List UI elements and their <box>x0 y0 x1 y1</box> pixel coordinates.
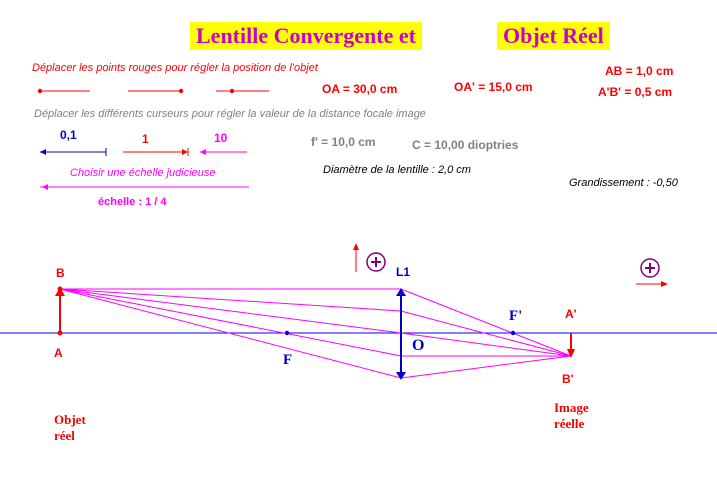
scale-readout: échelle : 1 / 4 <box>98 196 167 208</box>
slider-medium-label: 1 <box>142 132 149 146</box>
light-rays <box>59 288 572 379</box>
title-part1: Lentille Convergente et <box>190 22 422 50</box>
label-a: A <box>54 346 63 360</box>
label-o: O <box>412 337 425 354</box>
lens-l1 <box>396 288 406 380</box>
label-b-prime: B' <box>562 372 574 386</box>
focal-readout: f' = 10,0 cm <box>311 135 376 149</box>
image-real-label-line1: Image <box>554 400 589 415</box>
object-base-handle[interactable] <box>57 330 63 336</box>
plus-icon <box>366 252 386 272</box>
object-real-label-line1: Objet <box>54 412 86 427</box>
label-f: F <box>283 352 293 368</box>
focal-point-f-prime <box>510 330 516 336</box>
ab-prime-readout: A'B' = 0,5 cm <box>598 85 673 99</box>
slider-coarse-label: 0,1 <box>60 128 77 142</box>
object-real-label-line2: réel <box>54 428 75 443</box>
image-real-label-line2: réelle <box>554 416 585 431</box>
ab-readout: AB = 1,0 cm <box>605 64 674 78</box>
scale-slider <box>40 184 249 190</box>
slider-medium-thumb[interactable] <box>182 149 188 155</box>
focal-point-f <box>284 330 290 336</box>
magnification-readout: Grandissement : -0,50 <box>569 177 678 189</box>
slider-fine-thumb[interactable] <box>200 149 206 155</box>
plus-icon <box>640 258 660 278</box>
focal-sliders <box>40 148 247 156</box>
object-arrow <box>55 287 65 333</box>
vergence-readout: C = 10,00 dioptries <box>412 138 519 152</box>
instruction-choose-scale: Choisir une échelle judicieuse <box>70 167 216 179</box>
title-part2: Objet Réel <box>497 22 610 50</box>
label-lens-l1: L1 <box>396 265 411 279</box>
image-real-label: Image réelle <box>554 400 589 432</box>
track-2-handle[interactable] <box>178 88 184 94</box>
slider-fine-label: 10 <box>214 131 228 145</box>
diameter-readout: Diamètre de la lentille : 2,0 cm <box>323 164 471 176</box>
scale-slider-thumb[interactable] <box>42 184 48 190</box>
label-b: B <box>56 266 65 280</box>
object-tip-handle[interactable] <box>57 286 63 292</box>
oa-prime-readout: OA' = 15,0 cm <box>454 80 533 94</box>
label-f-prime: F' <box>509 308 523 324</box>
image-arrow <box>567 333 575 358</box>
instruction-move-points: Déplacer les points rouges pour régler l… <box>32 62 318 74</box>
oa-readout: OA = 30,0 cm <box>322 82 398 96</box>
track-1-handle[interactable] <box>37 88 43 94</box>
vertical-sign-arrow <box>353 243 359 272</box>
object-position-controls <box>37 88 269 94</box>
instruction-move-sliders: Déplacer les différents curseurs pour ré… <box>34 108 426 120</box>
object-real-label: Objet réel <box>54 412 86 444</box>
label-a-prime: A' <box>565 307 577 321</box>
track-3-handle[interactable] <box>229 88 235 94</box>
horizontal-sign-arrow <box>636 281 668 287</box>
slider-coarse-thumb[interactable] <box>40 149 46 155</box>
